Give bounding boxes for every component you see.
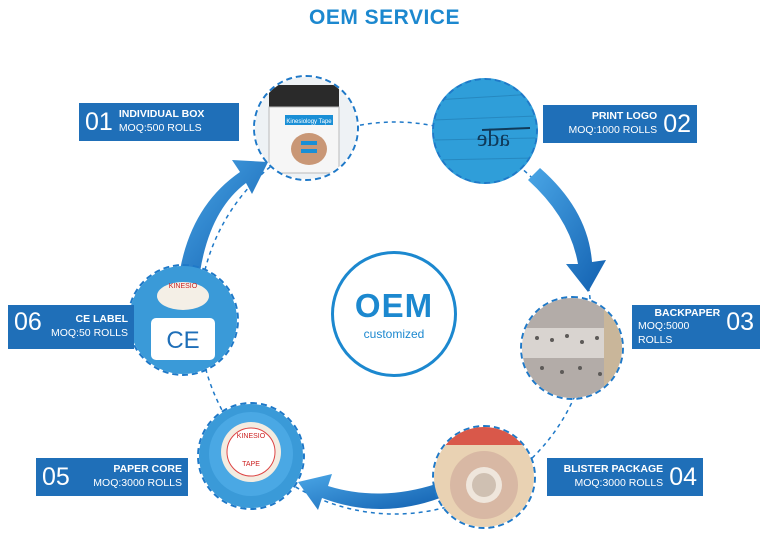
ce-mark: CE	[166, 327, 199, 354]
paper-core-image: KINESIO TAPE	[197, 402, 305, 510]
ce-label-image: KINESIO CE	[127, 264, 239, 376]
center-oem-title: OEM	[354, 287, 434, 324]
arrow-04-to-05	[298, 474, 440, 510]
step-05-number: 05	[42, 462, 70, 491]
step-01-moq: MOQ:500 ROLLS	[118, 122, 202, 134]
step-06-name: CE LABEL	[75, 313, 129, 326]
step-03-label: BACKPAPER MOQ:5000 ROLLS 03	[632, 305, 760, 349]
blister-package-image	[432, 425, 536, 529]
step-05-label: 05 PAPER CORE MOQ:3000 ROLLS	[36, 458, 188, 496]
individual-box-image: Kinesiology Tape	[253, 75, 359, 181]
core-text: KINESIO	[237, 433, 266, 440]
step-06-number: 06	[14, 307, 42, 336]
step-02-number: 02	[663, 109, 691, 138]
step-02-moq: MOQ:1000 ROLLS	[568, 124, 658, 136]
step-03-number: 03	[726, 307, 754, 336]
step-05-moq: MOQ:3000 ROLLS	[93, 477, 182, 489]
backpaper-image	[520, 296, 624, 400]
step-01-label: 01 INDIVIDUAL BOX MOQ:500 ROLLS	[79, 103, 239, 141]
step-06-moq: MOQ:50 ROLLS	[50, 327, 128, 339]
arrow-02-to-03	[528, 168, 606, 292]
ce-tape-text: KINESIO	[169, 283, 198, 290]
box-text: Kinesiology Tape	[286, 119, 332, 125]
step-02-label: PRINT LOGO MOQ:1000 ROLLS 02	[543, 105, 697, 143]
step-04-label: BLISTER PACKAGE MOQ:3000 ROLLS 04	[547, 458, 703, 496]
step-05-name: PAPER CORE	[113, 463, 182, 476]
core-text-2: TAPE	[242, 461, 260, 468]
center-oem-subtitle: customized	[363, 327, 425, 341]
page-title: OEM SERVICE	[309, 6, 460, 29]
print-logo-image: ade	[432, 78, 538, 184]
step-04-moq: MOQ:3000 ROLLS	[574, 477, 664, 489]
center-oem-badge: OEM customized	[331, 251, 457, 377]
step-03-moq: MOQ:5000 ROLLS	[638, 320, 690, 346]
step-03-name: BACKPAPER	[654, 306, 721, 319]
step-04-number: 04	[669, 462, 697, 491]
arrow-06-to-01	[180, 160, 268, 272]
step-01-number: 01	[85, 107, 113, 136]
step-04-name: BLISTER PACKAGE	[563, 463, 664, 476]
step-01-name: INDIVIDUAL BOX	[118, 108, 205, 121]
step-02-name: PRINT LOGO	[591, 110, 658, 123]
step-06-label: 06 CE LABEL MOQ:50 ROLLS	[8, 305, 134, 349]
